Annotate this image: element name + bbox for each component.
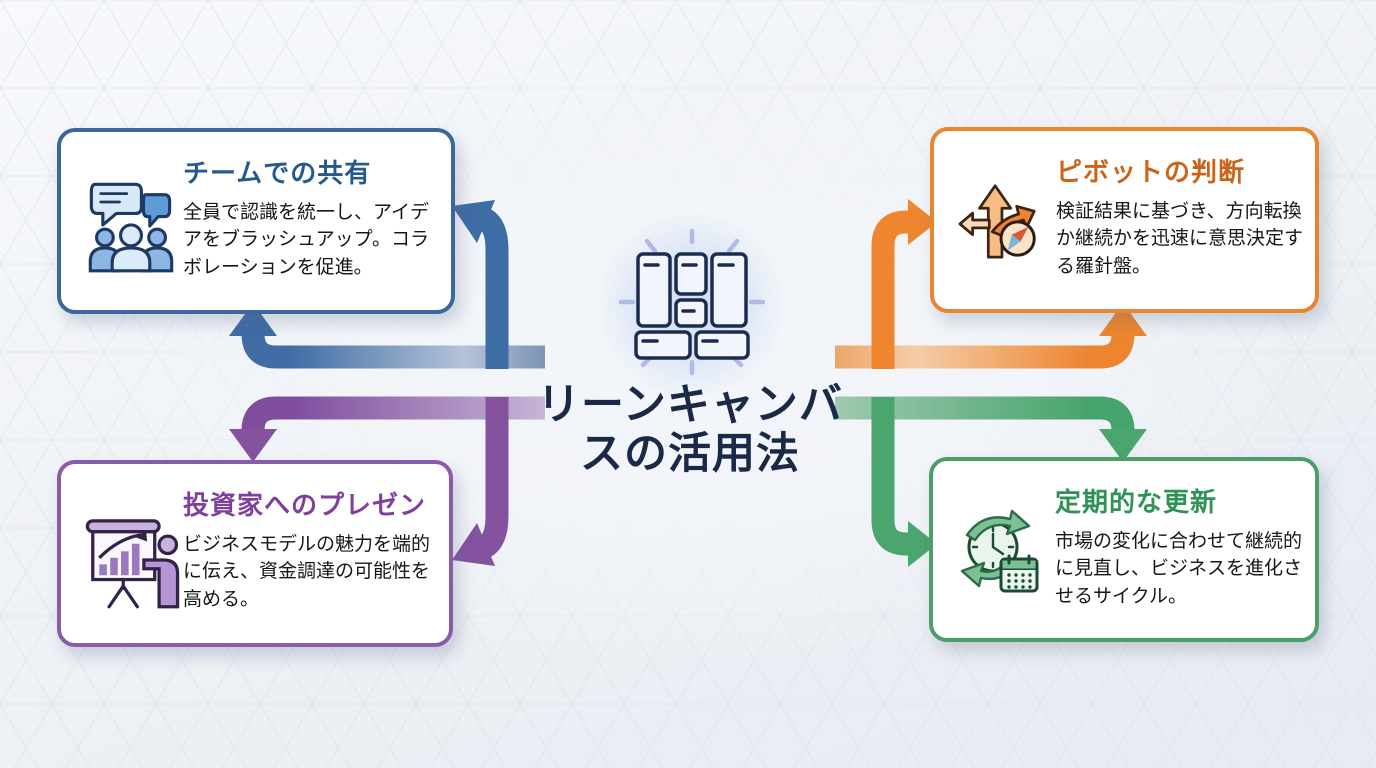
presentation-chart-icon <box>85 519 180 609</box>
main-title-line1: リーンキャンバ <box>537 381 843 429</box>
people-chat-icon <box>88 182 174 273</box>
card-title: 投資家へのプレゼン <box>183 490 427 520</box>
arrow-team-bottom-entry <box>229 303 545 369</box>
refresh-calendar-icon <box>960 509 1039 593</box>
canvas-grid-text-dashes <box>641 263 735 343</box>
arrow-team-side-entry <box>452 200 509 369</box>
arrow-investor-top-entry <box>229 396 545 462</box>
card-investor-pitch: 投資家へのプレゼン ビジネスモデルの魅力を端的に伝え、資金調達の可能性を高める。 <box>57 460 453 647</box>
lean-canvas-icon <box>618 228 766 376</box>
card-title: ピボットの判断 <box>1056 157 1246 187</box>
card-periodic-update: 定期的な更新 市場の変化に合わせて継続的に見直し、ビジネスを進化させるサイクル。 <box>929 457 1319 642</box>
card-body: 全員で認識を統一し、アイデアをブラッシュアップ。コラボレーションを促進。 <box>183 202 430 278</box>
arrow-pivot-side-entry <box>871 199 937 369</box>
card-body: 市場の変化に合わせて継続的に見直し、ビジネスを進化させるサイクル。 <box>1055 531 1303 607</box>
card-pivot-decision: ピボットの判断 検証結果に基づき、方向転換か継続かを迅速に意思決定する羅針盤。 <box>930 127 1319 313</box>
arrow-update-side-entry <box>871 397 937 567</box>
arrow-pivot-bottom-entry <box>835 303 1147 369</box>
arrow-update-top-entry <box>835 396 1147 462</box>
arrow-investor-side-entry <box>452 397 509 566</box>
branching-arrows-compass-icon <box>958 184 1036 259</box>
shine-rays <box>618 228 766 376</box>
card-team-sharing: チームでの共有 全員で認識を統一し、アイデアをブラッシュアップ。コラボレーション… <box>57 128 455 314</box>
main-title: リーンキャンバ スの活用法 <box>518 381 862 480</box>
main-title-line2: スの活用法 <box>580 430 800 479</box>
card-body: ビジネスモデルの魅力を端的に伝え、資金調達の可能性を高める。 <box>183 534 431 610</box>
card-title: チームでの共有 <box>183 158 372 188</box>
card-body: 検証結果に基づき、方向転換か継続かを迅速に意思決定する羅針盤。 <box>1056 201 1304 277</box>
card-title: 定期的な更新 <box>1055 487 1218 517</box>
